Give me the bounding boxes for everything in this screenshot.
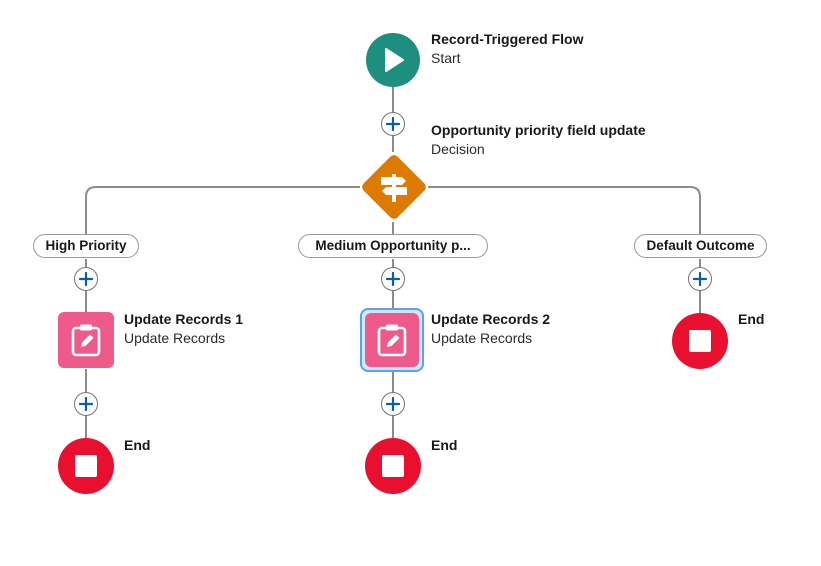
end-label: End xyxy=(124,436,150,455)
decision-label: Opportunity priority field update Decisi… xyxy=(431,121,646,159)
end-label: End xyxy=(431,436,457,455)
add-element-button[interactable] xyxy=(74,392,98,416)
end-title: End xyxy=(738,311,765,327)
end-title: End xyxy=(431,437,458,453)
update-records-label: Update Records 1 Update Records xyxy=(124,310,243,348)
plus-icon xyxy=(79,397,93,411)
stop-icon xyxy=(75,455,97,477)
start-title: Record-Triggered Flow xyxy=(431,31,584,47)
update-records-title: Update Records 2 xyxy=(431,311,551,327)
add-element-button[interactable] xyxy=(688,267,712,291)
plus-icon xyxy=(693,272,707,286)
play-icon xyxy=(385,48,404,72)
add-element-button[interactable] xyxy=(74,267,98,291)
clipboard-edit-icon xyxy=(377,324,407,357)
start-label: Record-Triggered Flow Start xyxy=(431,30,583,68)
stop-icon xyxy=(689,330,711,352)
add-element-button[interactable] xyxy=(381,112,405,136)
plus-icon xyxy=(386,397,400,411)
end-label: End xyxy=(738,310,764,329)
update-records-subtitle: Update Records xyxy=(431,330,533,346)
end-title: End xyxy=(124,437,151,453)
decision-title: Opportunity priority field update xyxy=(431,122,646,138)
update-records-node[interactable] xyxy=(58,312,114,368)
end-node[interactable] xyxy=(365,438,421,494)
outcome-high-priority[interactable]: High Priority xyxy=(33,234,139,258)
outcome-default[interactable]: Default Outcome xyxy=(634,234,767,258)
start-subtitle: Start xyxy=(431,50,461,66)
end-node[interactable] xyxy=(672,313,728,369)
update-records-subtitle: Update Records xyxy=(124,330,226,346)
signpost-icon xyxy=(381,174,407,202)
start-node[interactable] xyxy=(366,33,420,87)
decision-node[interactable] xyxy=(356,149,432,225)
plus-icon xyxy=(386,272,400,286)
clipboard-edit-icon xyxy=(71,324,101,357)
update-records-title: Update Records 1 xyxy=(124,311,244,327)
stop-icon xyxy=(382,455,404,477)
update-records-node-selected[interactable] xyxy=(365,313,419,367)
update-records-label: Update Records 2 Update Records xyxy=(431,310,550,348)
add-element-button[interactable] xyxy=(381,392,405,416)
outcome-medium-opportunity[interactable]: Medium Opportunity p... xyxy=(298,234,488,258)
decision-subtitle: Decision xyxy=(431,141,485,157)
add-element-button[interactable] xyxy=(381,267,405,291)
plus-icon xyxy=(79,272,93,286)
end-node[interactable] xyxy=(58,438,114,494)
plus-icon xyxy=(386,117,400,131)
